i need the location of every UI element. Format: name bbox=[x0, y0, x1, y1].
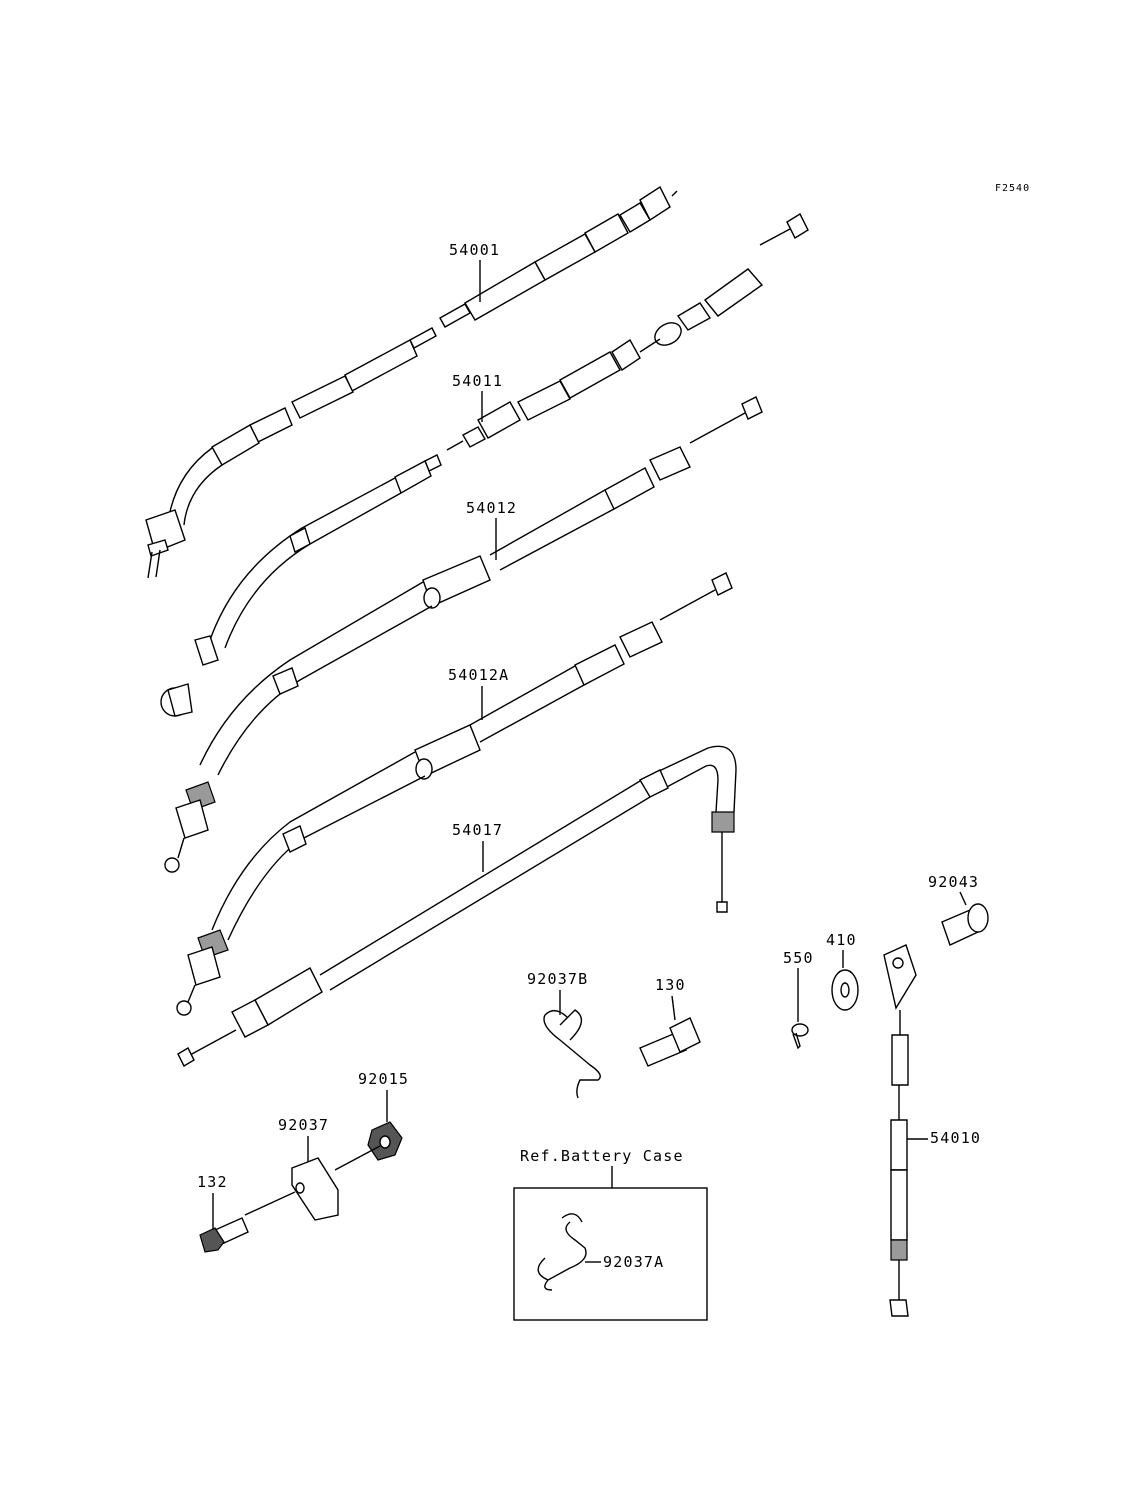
callout-54010: 54010 bbox=[930, 1129, 981, 1147]
diagram-code: F2540 bbox=[995, 183, 1030, 194]
assembly-line bbox=[244, 1191, 296, 1216]
assembly-line bbox=[334, 1145, 381, 1171]
speedometer-cable-54001 bbox=[145, 185, 678, 579]
clevis-pin-92043 bbox=[941, 903, 989, 946]
leader-line bbox=[671, 995, 676, 1021]
choke-cable-54017 bbox=[177, 745, 737, 1067]
callout-132: 132 bbox=[197, 1173, 228, 1191]
callout-92015: 92015 bbox=[358, 1070, 409, 1088]
wire-clip-92037B bbox=[543, 1009, 601, 1099]
reference-box-title: Ref.Battery Case bbox=[520, 1147, 684, 1165]
callout-92037B: 92037B bbox=[527, 970, 588, 988]
throttle-cable-54011 bbox=[446, 213, 809, 451]
callout-54012: 54012 bbox=[466, 499, 517, 517]
wire-clip-92037A bbox=[537, 1213, 587, 1291]
leader-line bbox=[959, 891, 967, 906]
reference-box bbox=[513, 1187, 708, 1321]
callout-410: 410 bbox=[826, 931, 857, 949]
clutch-cable-54010 bbox=[883, 944, 917, 1317]
throttle-cable-54012A bbox=[176, 572, 733, 1016]
clamp-92037 bbox=[291, 1157, 339, 1221]
callout-54001: 54001 bbox=[449, 241, 500, 259]
callout-54011: 54011 bbox=[452, 372, 503, 390]
cable-lower-run bbox=[160, 454, 442, 717]
callout-54017: 54017 bbox=[452, 821, 503, 839]
callout-92037: 92037 bbox=[278, 1116, 329, 1134]
callout-130: 130 bbox=[655, 976, 686, 994]
callout-92043: 92043 bbox=[928, 873, 979, 891]
callout-92037A: 92037A bbox=[603, 1253, 664, 1271]
cotter-pin-550 bbox=[791, 1023, 809, 1050]
washer-410 bbox=[831, 969, 859, 1011]
throttle-cable-54012 bbox=[164, 396, 763, 873]
nut-92015 bbox=[367, 1121, 403, 1161]
bolt-132 bbox=[199, 1217, 249, 1253]
callout-550: 550 bbox=[783, 949, 814, 967]
callout-54012A: 54012A bbox=[448, 666, 509, 684]
bolt-130 bbox=[639, 1017, 701, 1067]
